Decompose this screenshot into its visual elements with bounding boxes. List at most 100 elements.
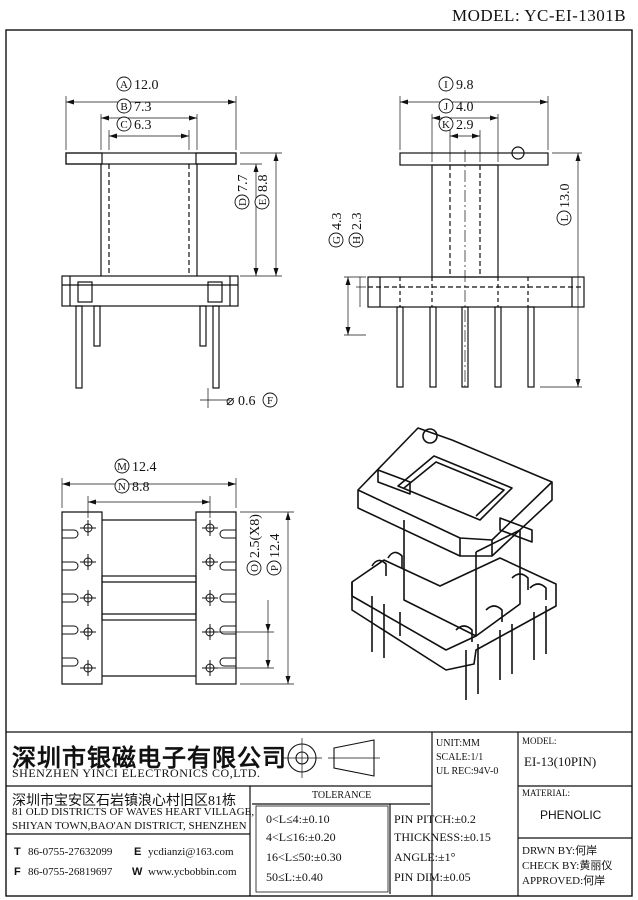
dim-letter: P (269, 565, 281, 571)
dim-value: 4.3 (330, 213, 345, 231)
dim-o: O 2.5(X8) (246, 514, 263, 576)
bottom-view (61, 478, 294, 685)
dim-f: ⌀ 0.6 F (226, 392, 278, 409)
dim-letter: I (444, 79, 448, 91)
fax-number: 86-0755-26819697 (28, 866, 113, 878)
company-name-cn: 深圳市银磁电子有限公司 (12, 746, 287, 772)
material-value: PHENOLIC (540, 808, 602, 822)
dim-letter-circle (328, 232, 344, 248)
dim-letter-circle (438, 116, 454, 132)
dim-letter: B (120, 101, 127, 113)
approved-by: APPROVED:何岸 (522, 875, 606, 887)
dim-letter-circle (438, 98, 454, 114)
dim-letter-circle (254, 194, 270, 210)
dim-value: 6.3 (134, 118, 152, 133)
model-label: MODEL: (522, 736, 557, 746)
model-value: EI-13(10PIN) (524, 754, 597, 769)
tel-number: 86-0755-27632099 (28, 846, 113, 858)
dim-a: A 12.0 (116, 76, 159, 93)
dim-letter: M (117, 461, 127, 473)
dim-e: E 8.8 (254, 175, 271, 210)
scale-text: SCALE:1/1 (436, 752, 484, 763)
website[interactable]: www.ycbobbin.com (148, 866, 237, 878)
diameter-symbol: ⌀ (226, 394, 234, 409)
dim-letter: H (351, 236, 363, 244)
dim-value: 0.6 (238, 394, 256, 409)
dim-letter-circle (114, 458, 130, 474)
dim-letter-circle (116, 76, 132, 92)
unit-text: UNIT:MM (436, 738, 480, 749)
dim-letter: K (442, 119, 450, 131)
dim-value: 8.8 (132, 480, 150, 495)
email-address[interactable]: ycdianzi@163.com (148, 846, 234, 858)
dim-value: 8.8 (256, 175, 271, 193)
dim-value: 2.3 (350, 213, 365, 231)
tel-label: T (14, 846, 21, 858)
dim-value: 13.0 (558, 184, 573, 209)
dim-value: 2.5(X8) (248, 514, 263, 558)
dim-letter: L (559, 214, 571, 221)
email-label: E (134, 846, 142, 858)
dim-g: G 4.3 (328, 213, 345, 248)
dim-letter: O (249, 564, 261, 572)
isometric-view (351, 427, 557, 700)
fax-label: F (14, 866, 21, 878)
dim-value: 12.0 (134, 78, 159, 93)
dim-letter-circle (348, 232, 364, 248)
side-view (344, 96, 585, 390)
dim-l: L 13.0 (556, 184, 573, 226)
dim-letter-circle (266, 560, 282, 576)
drawn-by: DRWN BY:何岸 (522, 845, 598, 857)
tolerance-row-1: 0<L≤4:±0.10 (266, 812, 330, 826)
checked-by: CHECK BY:黄丽仪 (522, 860, 613, 872)
material-label: MATERIAL: (522, 788, 570, 798)
address-en-line-2: SHIYAN TOWN,BAO'AN DISTRICT, SHENZHEN (12, 820, 247, 832)
dim-p: P 12.4 (266, 534, 283, 576)
dim-letter: E (257, 198, 269, 205)
model-header: MODEL: YC-EI-1301B (452, 6, 627, 25)
pin-dim-tolerance: PIN DIM:±0.05 (394, 870, 471, 884)
thickness-tolerance: THICKNESS:±0.15 (394, 830, 491, 844)
address-en-line-1: 81 OLD DISTRICTS OF WAVES HEART VILLAGE, (12, 806, 255, 818)
dim-letter-circle (116, 116, 132, 132)
tolerance-title: TOLERANCE (312, 790, 372, 801)
drawing-frame (5, 29, 633, 897)
dim-value: 9.8 (456, 78, 474, 93)
dim-letter: D (237, 198, 249, 206)
dim-letter: C (120, 119, 127, 131)
dim-b: B 7.3 (116, 98, 152, 115)
dim-letter: N (118, 481, 126, 493)
dim-k: K 2.9 (438, 116, 474, 133)
dim-letter: G (331, 236, 343, 244)
dim-letter-circle (234, 194, 250, 210)
dim-value: 7.3 (134, 100, 152, 115)
dim-letter: F (267, 395, 273, 407)
dim-letter: J (444, 101, 449, 113)
title-block-grid (6, 731, 632, 896)
dim-letter: A (120, 79, 128, 91)
tolerance-row-4: 50≤L:±0.40 (266, 870, 323, 884)
dim-letter-circle (116, 98, 132, 114)
tolerance-row-2: 4<L≤16:±0.20 (266, 830, 336, 844)
company-name-en: SHENZHEN YINCI ELECTRONICS CO,LTD. (12, 766, 261, 780)
tolerance-row-3: 16<L≤50:±0.30 (266, 850, 342, 864)
dim-letter-circle (262, 392, 278, 408)
dim-value: 12.4 (268, 534, 283, 559)
dim-letter-circle (114, 478, 130, 494)
ul-rec-text: UL REC:94V-0 (436, 766, 499, 777)
dim-value: 2.9 (456, 118, 474, 133)
dim-letter-circle (246, 560, 262, 576)
dim-d: D7.7 (234, 175, 251, 210)
dim-n: N 8.8 (114, 478, 150, 495)
front-view (61, 96, 282, 408)
dim-c: C 6.3 (116, 116, 152, 133)
angle-tolerance: ANGLE:±1° (394, 850, 456, 864)
pin-pitch-tolerance: PIN PITCH:±0.2 (394, 812, 476, 826)
dim-letter-circle (556, 210, 572, 226)
dim-i: I 9.8 (438, 76, 474, 93)
projection-symbol (282, 738, 380, 778)
dim-letter-circle (438, 76, 454, 92)
